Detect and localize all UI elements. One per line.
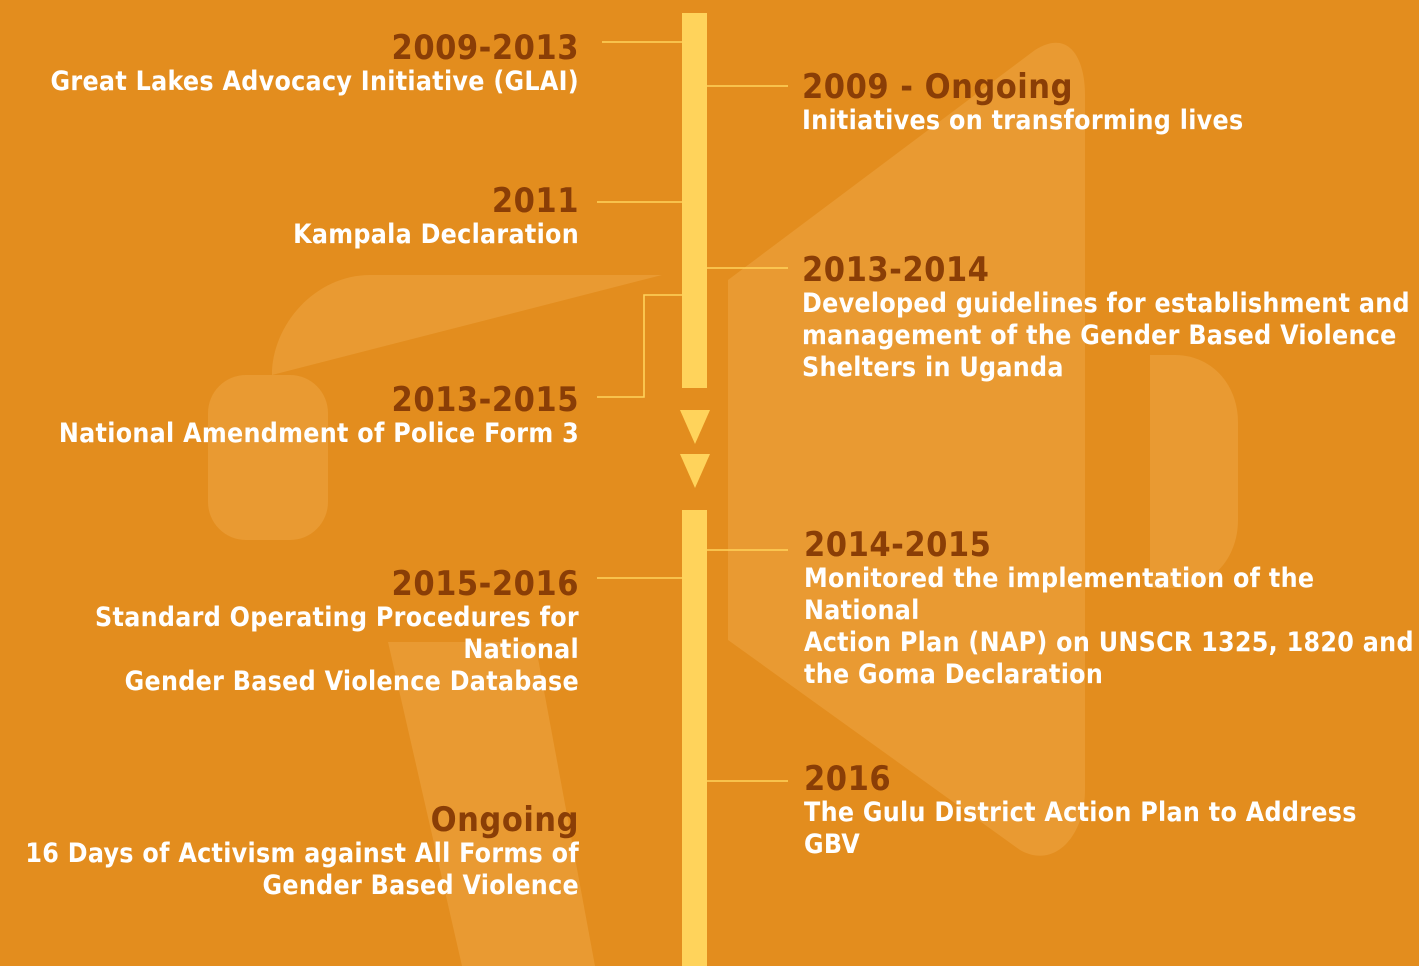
entry-description: Monitored the implementation of the Nati… (804, 563, 1414, 690)
entry-year: Ongoing (430, 800, 579, 840)
entry-description: Initiatives on transforming lives (802, 105, 1244, 136)
down-arrow-icon (680, 454, 710, 488)
timeline-spine-top (682, 13, 707, 388)
timeline-entry-left: 2009-2013 Great Lakes Advocacy Initiativ… (51, 30, 579, 98)
entry-year: 2016 (804, 759, 892, 799)
timeline-entry-right: 2016 The Gulu District Action Plan to Ad… (804, 761, 1419, 861)
entry-description: 16 Days of Activism against All Forms of… (25, 838, 579, 901)
timeline-entry-left: Ongoing 16 Days of Activism against All … (25, 802, 579, 902)
entry-year: 2009 - Ongoing (802, 67, 1073, 107)
entry-description: Great Lakes Advocacy Initiative (GLAI) (50, 66, 579, 97)
entry-description: The Gulu District Action Plan to Address… (804, 797, 1357, 860)
entry-description: Standard Operating Procedures for Nation… (95, 602, 579, 697)
timeline-entry-left: 2015-2016 Standard Operating Procedures … (0, 566, 579, 698)
entry-year: 2013-2015 (391, 380, 579, 420)
entry-year: 2011 (491, 181, 579, 221)
entry-description: Developed guidelines for establishment a… (802, 288, 1410, 383)
timeline-entry-right: 2014-2015 Monitored the implementation o… (804, 527, 1419, 691)
entry-description: Kampala Declaration (293, 219, 579, 250)
entry-year: 2015-2016 (391, 564, 579, 604)
entry-description: National Amendment of Police Form 3 (58, 418, 579, 449)
entry-year: 2014-2015 (804, 525, 992, 565)
entry-year: 2009-2013 (391, 28, 579, 68)
timeline-entry-right: 2009 - Ongoing Initiatives on transformi… (802, 69, 1243, 137)
timeline-entry-right: 2013-2014 Developed guidelines for estab… (802, 252, 1410, 384)
entry-year: 2013-2014 (802, 250, 990, 290)
timeline-entry-left: 2011 Kampala Declaration (293, 183, 579, 251)
down-arrow-icon (680, 410, 710, 444)
timeline-entry-left: 2013-2015 National Amendment of Police F… (59, 382, 579, 450)
timeline-spine-bottom (682, 510, 707, 966)
